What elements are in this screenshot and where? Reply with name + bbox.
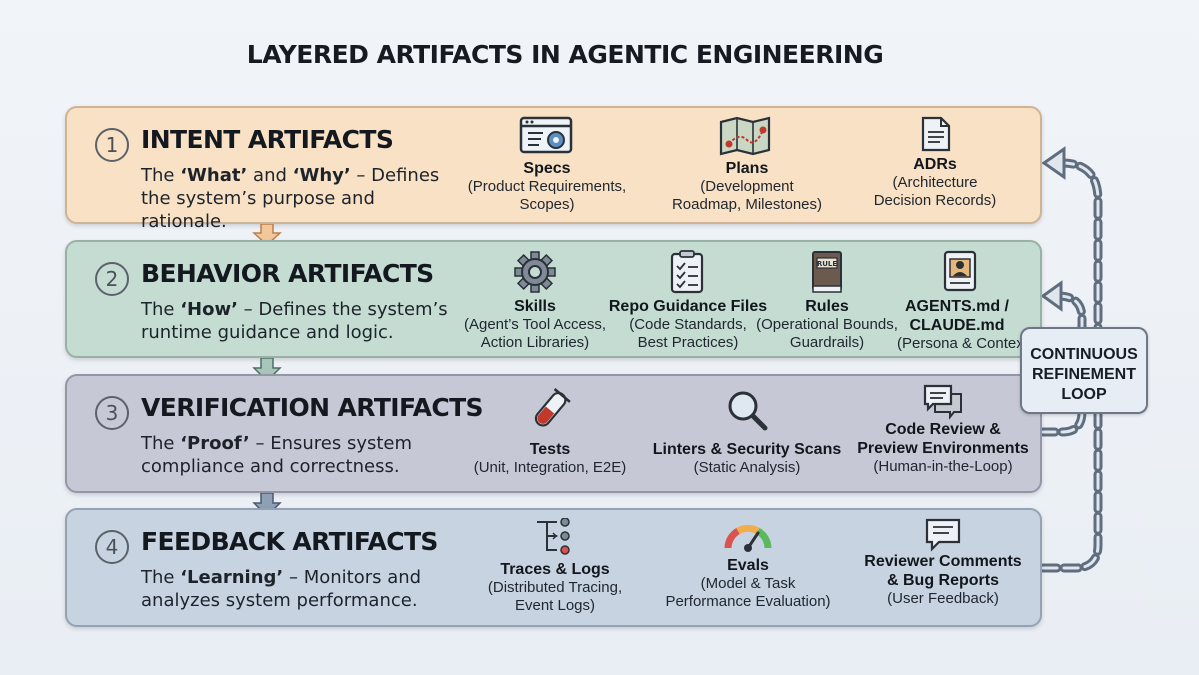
item-sub: (Product Requirements,	[467, 178, 627, 195]
roadmap-icon	[719, 116, 771, 156]
gauge-icon	[724, 524, 772, 552]
layer-description: The ‘Learning’ – Monitors and analyzes s…	[141, 567, 422, 611]
rule-book-icon: RULE	[812, 251, 842, 293]
layer-number: 2	[95, 262, 129, 296]
item-sub: Action Libraries)	[480, 334, 590, 351]
agents-md-item: AGENTS.md / CLAUDE.md (Persona & Contex	[857, 250, 1077, 353]
item-sub: (Human-in-the-Loop)	[873, 458, 1013, 475]
spec-window-gear-icon	[519, 116, 573, 154]
layer-heading: FEEDBACK ARTIFACTS	[141, 527, 438, 556]
layer-description: The ‘How’ – Defines the system’s runtime…	[141, 299, 448, 343]
loop-label-line: REFINEMENT	[1032, 366, 1136, 383]
item-name: Rules	[805, 298, 849, 315]
item-sub: Best Practices)	[637, 334, 739, 351]
down-arrow-icon	[252, 224, 282, 246]
code-review-item: Code Review & Preview Environments (Huma…	[843, 384, 1043, 476]
checklist-icon	[670, 250, 704, 294]
item-name: Skills	[514, 298, 556, 315]
item-name: Code Review &	[885, 421, 1001, 438]
loop-label-line: CONTINUOUS	[1030, 346, 1138, 363]
item-sub: (Model & Task	[700, 575, 796, 592]
svg-text:RULE: RULE	[817, 260, 838, 268]
feedback-artifacts-band: 4 FEEDBACK ARTIFACTS The ‘Learning’ – Mo…	[65, 508, 1042, 627]
traces-logs-item: Traces & Logs (Distributed Tracing, Even…	[455, 518, 655, 615]
layer-description: The ‘Proof’ – Ensures system compliance …	[141, 433, 413, 477]
item-sub: (Architecture	[892, 174, 978, 191]
item-sub: (Persona & Contex	[897, 335, 1024, 352]
item-sub: Guardrails)	[789, 334, 865, 351]
item-name: Traces & Logs	[500, 561, 610, 578]
item-sub: (Operational Bounds,	[756, 316, 898, 333]
tests-item: Tests (Unit, Integration, E2E)	[450, 388, 650, 477]
item-sub: (Agent’s Tool Access,	[463, 316, 607, 333]
item-sub: Event Logs)	[514, 597, 596, 614]
plans-item: Plans (Development Roadmap, Milestones)	[647, 116, 847, 214]
persona-card-icon	[943, 250, 977, 292]
layer-number: 4	[95, 530, 129, 564]
reviewer-comments-item: Reviewer Comments & Bug Reports (User Fe…	[843, 518, 1043, 608]
item-name: CLAUDE.md	[909, 317, 1005, 334]
item-name: Evals	[727, 557, 769, 574]
gear-icon	[514, 251, 556, 293]
layer-heading: VERIFICATION ARTIFACTS	[141, 393, 484, 422]
test-tube-icon	[534, 388, 571, 427]
repo-guidance-item: Repo Guidance Files (Code Standards, Bes…	[588, 250, 788, 352]
layer-number: 1	[95, 128, 129, 162]
item-name: Preview Environments	[857, 440, 1029, 457]
page-title: LAYERED ARTIFACTS IN AGENTIC ENGINEERING	[246, 40, 884, 69]
item-sub: Scopes)	[519, 196, 575, 213]
comment-icon	[925, 518, 961, 552]
loop-label-line: LOOP	[1061, 386, 1107, 403]
layer-heading: BEHAVIOR ARTIFACTS	[141, 259, 434, 288]
item-name: Tests	[529, 441, 571, 458]
rules-item: RULE Rules (Operational Bounds, Guardrai…	[727, 250, 927, 352]
item-sub: (Code Standards,	[629, 316, 747, 333]
skills-item: Skills (Agent’s Tool Access, Action Libr…	[435, 250, 635, 352]
behavior-artifacts-band: 2 BEHAVIOR ARTIFACTS The ‘How’ – Defines…	[65, 240, 1042, 358]
item-sub: Roadmap, Milestones)	[671, 196, 823, 213]
layer-heading: INTENT ARTIFACTS	[141, 125, 394, 154]
chat-bubbles-icon	[923, 384, 962, 420]
item-name: Repo Guidance Files	[608, 298, 768, 315]
layer-description: The ‘What’ and ‘Why’ – Defines the syste…	[141, 165, 440, 232]
item-name: Specs	[523, 160, 571, 177]
layer-number: 3	[95, 396, 129, 430]
item-name: & Bug Reports	[887, 572, 999, 589]
item-name: AGENTS.md /	[904, 298, 1009, 315]
item-sub: (Development	[700, 178, 794, 195]
document-icon	[921, 116, 951, 152]
adrs-item: ADRs (Architecture Decision Records)	[835, 116, 1035, 210]
verification-artifacts-band: 3 VERIFICATION ARTIFACTS The ‘Proof’ – E…	[65, 374, 1042, 493]
item-sub: (User Feedback)	[887, 590, 999, 607]
item-sub: Performance Evaluation)	[665, 593, 831, 610]
trace-tree-icon	[537, 518, 570, 555]
intent-artifacts-band: 1 INTENT ARTIFACTS The ‘What’ and ‘Why’ …	[65, 106, 1042, 232]
item-name: Reviewer Comments	[864, 553, 1022, 570]
evals-item: Evals (Model & Task Performance Evaluati…	[643, 518, 853, 611]
item-name: Linters & Security Scans	[652, 441, 842, 458]
magnifier-icon	[728, 391, 768, 431]
item-sub: Decision Records)	[873, 192, 997, 209]
item-name: ADRs	[913, 156, 957, 173]
item-name: Plans	[725, 160, 769, 177]
specs-item: Specs (Product Requirements, Scopes)	[447, 116, 647, 214]
item-sub: (Distributed Tracing,	[487, 579, 623, 596]
continuous-refinement-loop-label: CONTINUOUS REFINEMENT LOOP	[1020, 327, 1148, 414]
linters-item: Linters & Security Scans (Static Analysi…	[630, 388, 864, 477]
item-sub: (Unit, Integration, E2E)	[473, 459, 627, 476]
item-sub: (Static Analysis)	[693, 459, 801, 476]
